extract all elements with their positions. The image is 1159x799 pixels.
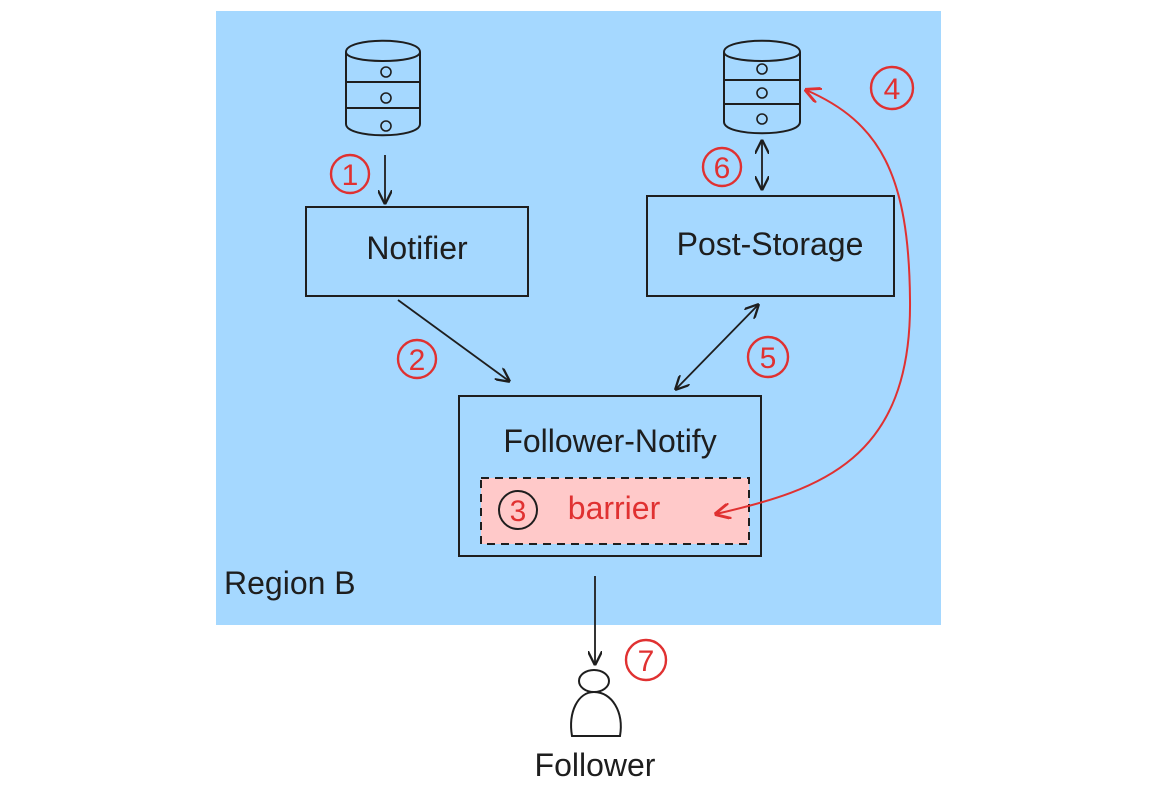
arrow-notifier-to-follower-notify <box>397 299 509 381</box>
step-marker-6: 6 <box>701 146 743 188</box>
step-marker-5: 5 <box>746 335 790 379</box>
post-storage-label: Post-Storage <box>677 226 864 262</box>
svg-text:2: 2 <box>409 344 426 377</box>
step-marker-2: 2 <box>396 338 438 380</box>
person-icon <box>570 669 622 737</box>
arrow-barrier-db-red <box>716 90 912 514</box>
svg-text:4: 4 <box>884 73 901 106</box>
barrier-box <box>480 477 750 545</box>
follower-notify-label: Follower-Notify <box>503 423 716 459</box>
barrier-label: barrier <box>568 490 661 526</box>
database-icon <box>345 39 421 137</box>
svg-text:1: 1 <box>342 159 359 192</box>
notifier-box <box>305 206 529 297</box>
region-label: Region B <box>224 565 356 601</box>
svg-text:6: 6 <box>714 152 731 185</box>
svg-text:7: 7 <box>638 645 655 678</box>
step-marker-3: 3 <box>498 490 538 530</box>
svg-text:5: 5 <box>760 342 777 375</box>
step-marker-1: 1 <box>329 153 371 195</box>
svg-text:3: 3 <box>510 495 527 528</box>
step-marker-4: 4 <box>869 65 915 111</box>
follower-label: Follower <box>535 747 656 783</box>
step-marker-7: 7 <box>624 638 668 682</box>
notifier-label: Notifier <box>366 230 468 266</box>
